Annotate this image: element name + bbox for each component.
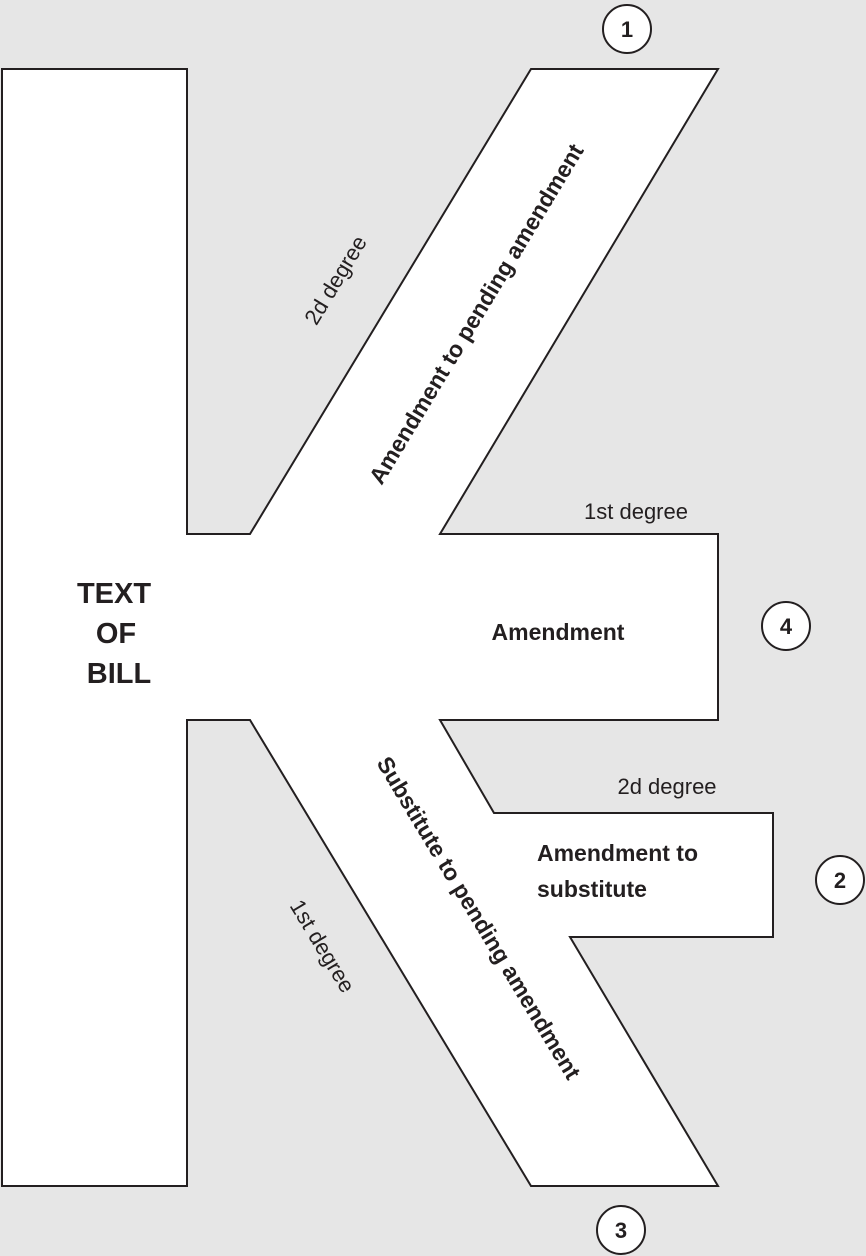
step-marker-2: 2 [815,855,865,905]
middle-branch-degree: 1st degree [584,499,688,524]
right-branch-label-line: substitute [537,876,647,902]
right-branch-label-line: Amendment to [537,840,698,866]
step-number: 2 [834,868,846,893]
step-marker-3: 3 [596,1205,646,1255]
bill-title: TEXT OF BILL [77,578,151,690]
step-number: 1 [621,17,633,42]
step-marker-1: 1 [602,4,652,54]
middle-branch-label: Amendment [492,619,625,645]
right-branch-degree: 2d degree [617,774,716,799]
step-number: 3 [615,1218,627,1243]
step-marker-4: 4 [761,601,811,651]
bill-title-line: OF [96,618,136,650]
bill-title-line: TEXT [77,578,151,610]
bill-title-line: BILL [87,658,151,690]
step-number: 4 [780,614,793,639]
bill-amendment-shape [1,68,774,1187]
